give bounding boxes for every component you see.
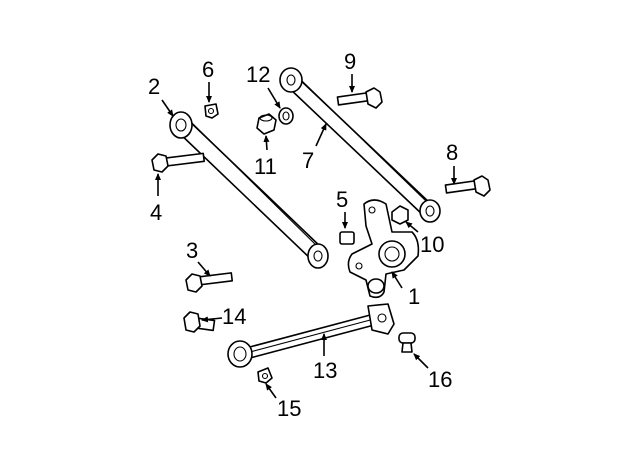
- bolt-14: [183, 311, 216, 333]
- nut-11: [256, 113, 277, 135]
- callout-2: 2: [148, 74, 160, 99]
- control-arm-2: [169, 111, 329, 269]
- control-arm-7: [279, 67, 441, 223]
- washer-12: [278, 107, 294, 125]
- bolt-4: [151, 152, 206, 173]
- ball-joint-16: [398, 332, 416, 353]
- callout-14: 14: [222, 304, 246, 329]
- bolt-8: [444, 175, 491, 197]
- callout-4: 4: [150, 200, 162, 225]
- callout-6: 6: [202, 57, 214, 82]
- callout-15: 15: [277, 396, 301, 421]
- callout-labels: 1 2 3 4 5 6 7 8 9 10 11 12 13 14 15 16: [148, 49, 458, 421]
- callout-8: 8: [446, 140, 458, 165]
- callout-7: 7: [302, 148, 314, 173]
- lateral-link-13: [227, 303, 395, 368]
- callout-9: 9: [344, 49, 356, 74]
- bolt-9: [336, 87, 383, 109]
- nut-5: [339, 231, 355, 245]
- clip-6: [204, 103, 219, 119]
- callout-10: 10: [420, 232, 444, 257]
- nut-10: [391, 205, 409, 225]
- clip-15: [257, 367, 273, 384]
- callout-1: 1: [408, 284, 420, 309]
- callout-13: 13: [313, 358, 337, 383]
- callout-16: 16: [428, 367, 452, 392]
- callout-3: 3: [186, 238, 198, 263]
- bolt-3: [185, 272, 234, 293]
- callout-5: 5: [336, 187, 348, 212]
- leader-arrows: [155, 74, 457, 399]
- callout-11: 11: [254, 154, 277, 179]
- callout-12: 12: [246, 62, 270, 87]
- knuckle-1: [347, 199, 420, 299]
